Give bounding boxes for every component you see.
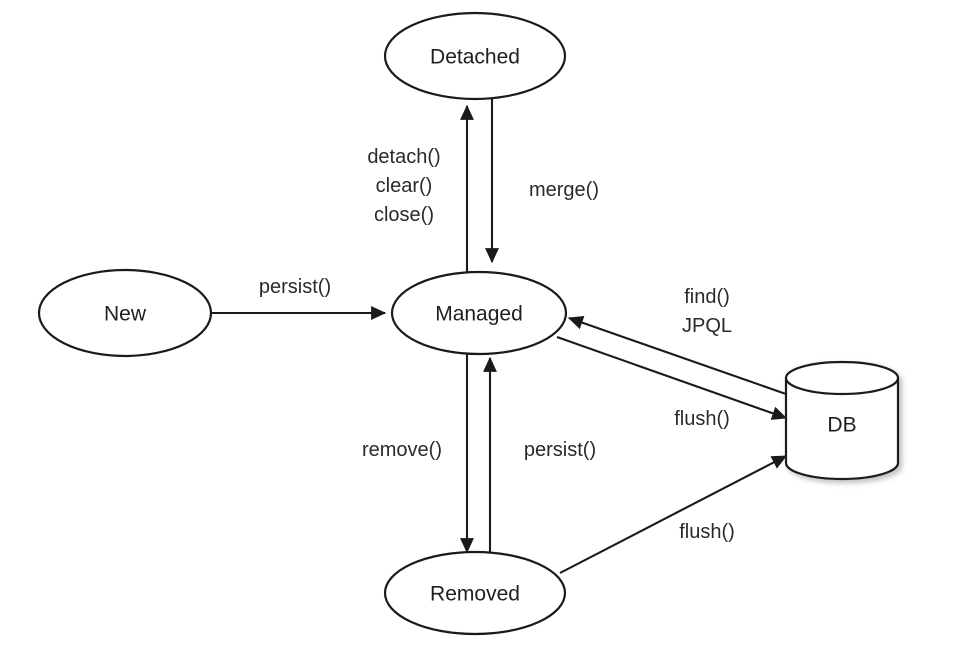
edge-label-persist-new: persist()	[259, 276, 331, 298]
edge-label-find: find()	[684, 286, 730, 308]
edge-label-merge: merge()	[529, 179, 599, 201]
node-label-managed: Managed	[435, 303, 523, 326]
database-cylinder-body	[784, 376, 900, 481]
node-shape-managed	[390, 270, 568, 356]
edge-label-jpql: JPQL	[682, 315, 732, 337]
edge-managed-to-db: flush()	[556, 336, 788, 430]
node-database[interactable]: DB	[784, 360, 900, 481]
edge-new-to-managed: persist()	[211, 276, 387, 320]
edge-line-managed-to-db	[556, 336, 788, 420]
node-new[interactable]: New	[37, 268, 213, 358]
edge-label-clear: clear()	[376, 175, 433, 197]
edge-label-close: close()	[374, 204, 434, 226]
edge-managed-to-removed: remove()	[362, 354, 474, 554]
node-shape-removed	[383, 550, 567, 636]
edge-line-db-to-managed	[567, 316, 787, 395]
edge-label-flush-managed: flush()	[674, 408, 730, 430]
node-label-removed: Removed	[430, 583, 520, 606]
node-label-new: New	[104, 303, 147, 326]
node-managed[interactable]: Managed	[390, 270, 568, 356]
node-shape-new	[37, 268, 213, 358]
edge-removed-to-db: flush()	[559, 455, 788, 574]
node-shape-detached	[383, 11, 567, 101]
edge-label-remove: remove()	[362, 439, 442, 461]
edge-line-removed-to-db	[559, 455, 788, 574]
edge-label-detach: detach()	[367, 146, 440, 168]
node-label-db: DB	[827, 414, 856, 437]
edge-label-persist-removed: persist()	[524, 439, 596, 461]
edge-managed-to-detached: detach() clear() close()	[367, 104, 474, 272]
edge-detached-to-managed: merge()	[485, 98, 599, 264]
node-label-detached: Detached	[430, 46, 520, 69]
node-detached[interactable]: Detached	[383, 11, 567, 101]
database-cylinder-top	[784, 360, 900, 396]
edge-db-to-managed: find() JPQL	[567, 286, 787, 395]
node-removed[interactable]: Removed	[383, 550, 567, 636]
edge-removed-to-managed: persist()	[483, 356, 596, 560]
edge-label-flush-removed: flush()	[679, 521, 735, 543]
